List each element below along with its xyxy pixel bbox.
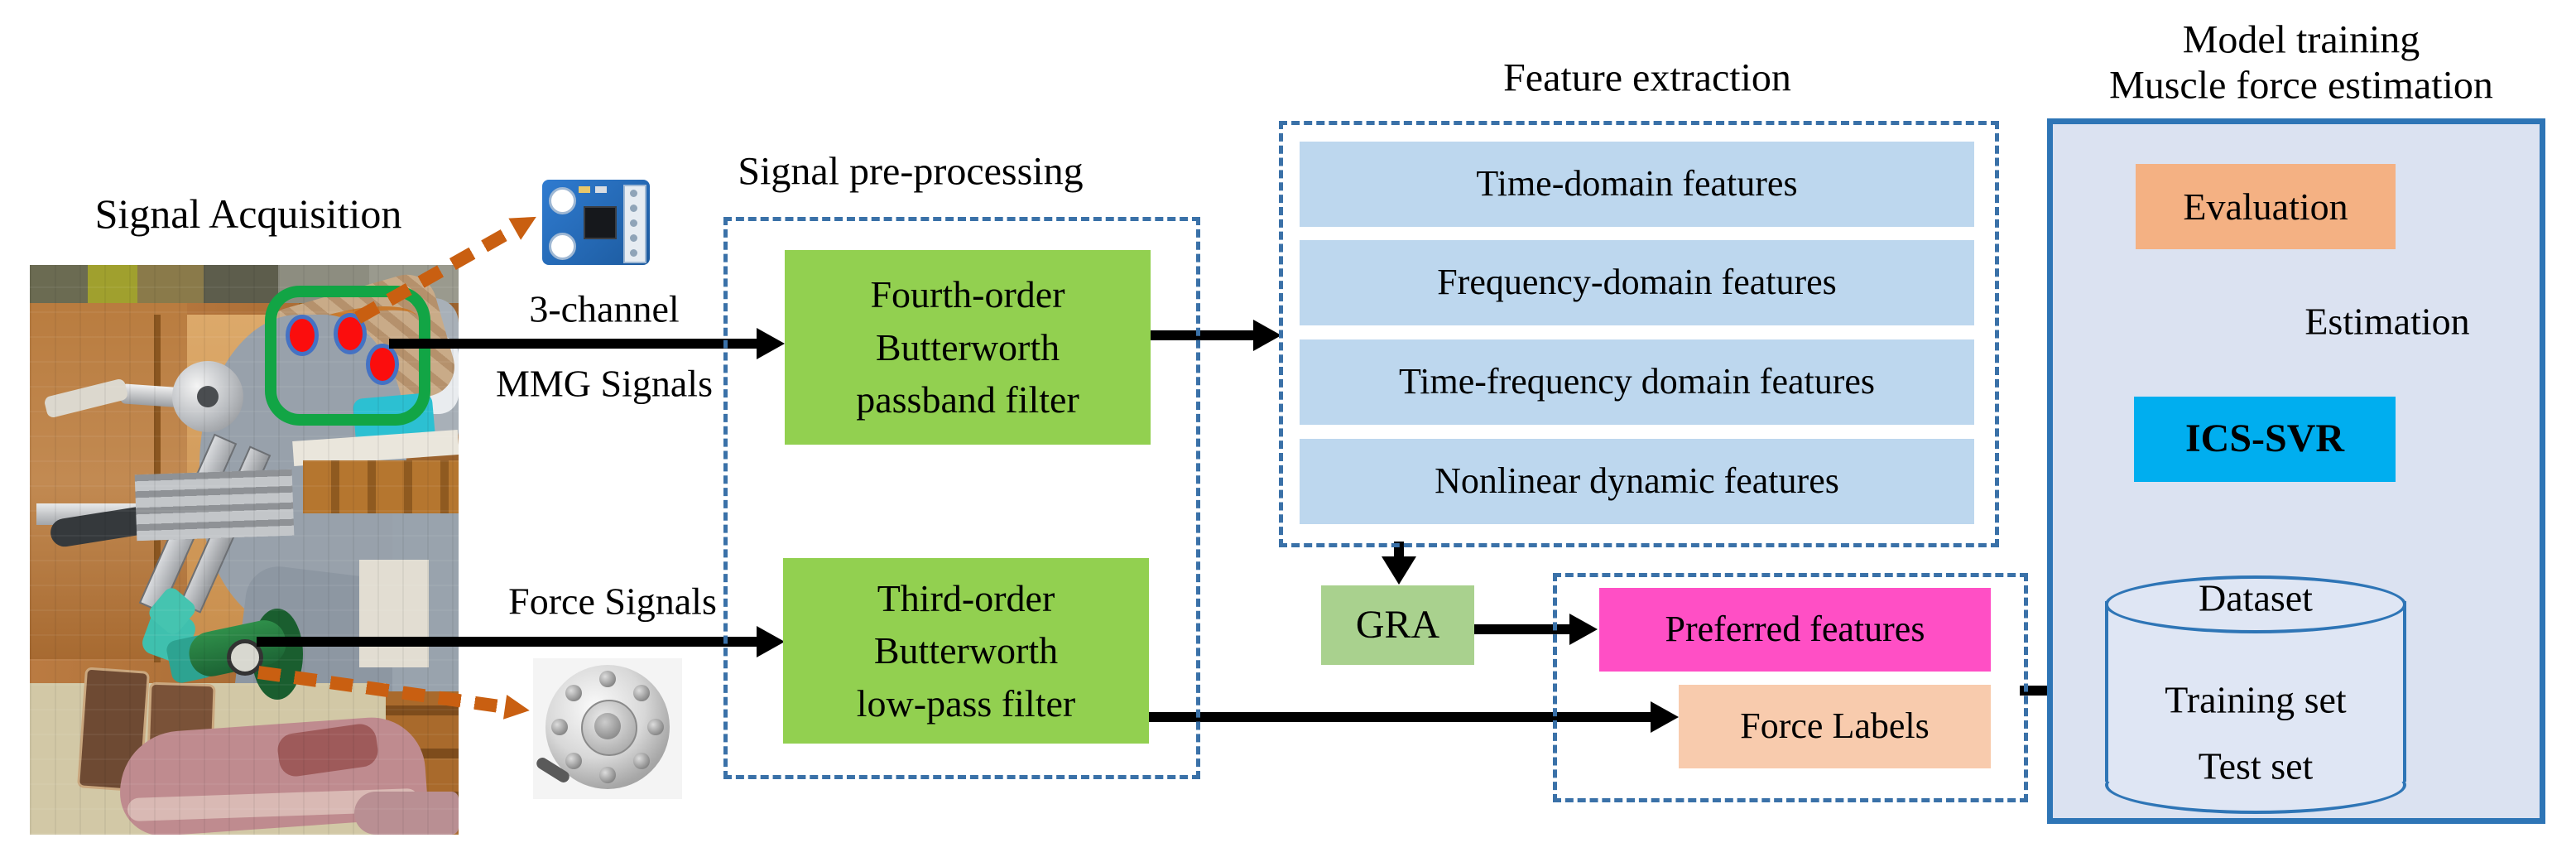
arrow-shaft [257,637,758,647]
force-arrow-label: Force Signals [508,580,717,623]
preferred-features-label: Preferred features [1665,609,1925,650]
photo-pixel-block [137,265,204,303]
mmg-sensor-image [542,180,650,265]
mmg-arrow-label-line2: MMG Signals [496,362,713,405]
preprocessing-dashed-box [723,217,1200,779]
pcb-pad [579,186,590,193]
ics-svr-label: ICS-SVR [2184,416,2345,461]
evaluation-box: Evaluation [2136,164,2396,249]
force-sensor-image [533,658,682,799]
feature-bar-label: Nonlinear dynamic features [1435,460,1839,502]
photo-pixel-block [204,265,278,303]
pcb-ic-chip [584,206,617,239]
bandpass-filter-box: Fourth-order Butterworth passband filter [785,250,1151,445]
photo-pixel-block [88,265,137,303]
lowpass-filter-box: Third-order Butterworth low-pass filter [783,558,1149,744]
load-cell-bolt [599,767,616,783]
preferred-features-box: Preferred features [1599,588,1991,672]
mmg-signal-arrow [389,327,785,360]
test-set-label: Test set [2198,744,2314,787]
arrowhead-icon [1253,320,1281,351]
mmg-arrow-label-line1: 3-channel [529,287,680,330]
load-cell-bolt [633,685,650,701]
pcb-hole [549,233,576,260]
lowpass-filter-line2: Butterworth [873,629,1059,672]
arrowhead-icon [757,626,785,657]
features-to-gra-arrow [1381,542,1417,585]
signal-acquisition-title: Signal Acquisition [94,190,402,237]
load-cell-bolt [565,685,582,701]
gra-label: GRA [1355,602,1440,647]
training-set-label: Training set [2165,678,2347,721]
photo-bench-leg [359,560,429,667]
photo-second-shoe [354,792,459,835]
filter-to-features-arrow [1151,319,1281,352]
pcb-hole [549,187,576,214]
feature-extraction-dashed-box [1279,121,1999,547]
feature-bar-nonlinear: Nonlinear dynamic features [1300,439,1974,524]
gra-box: GRA [1321,585,1474,665]
feature-bar-time-domain: Time-domain features [1300,142,1974,227]
load-cell-bolt [633,753,650,769]
lowpass-filter-line1: Third-order [877,576,1055,619]
force-labels-box: Force Labels [1679,685,1991,768]
feature-bar-time-frequency: Time-frequency domain features [1300,339,1974,425]
arrowhead-icon [1651,701,1679,733]
model-title-line1: Model training [2182,17,2420,62]
force-labels-label: Force Labels [1740,705,1930,747]
photo-bench-wood [303,460,459,513]
filter-to-forcelabels-arrow [1149,701,1679,734]
bandpass-filter-line2: Butterworth [875,325,1060,368]
load-cell-inner-ring [581,700,637,756]
model-title-line2: Muscle force estimation [2109,63,2493,108]
feature-bar-label: Time-domain features [1476,163,1798,205]
arrowhead-icon [757,328,785,359]
cylinder-top [2105,575,2406,633]
load-cell-bolt [647,719,664,735]
pcb-pin [630,205,637,212]
photo-device-port [227,639,263,676]
mmg-sensor-dot [366,344,399,385]
pcb-pin [630,190,637,197]
load-cell-hub [594,713,621,739]
arrowhead-icon [502,695,531,723]
feature-extraction-title: Feature extraction [1503,55,1791,100]
experiment-photo [30,265,459,835]
pcb-pin [630,219,637,227]
pcb-pin [630,249,637,257]
feature-bar-label: Frequency-domain features [1437,262,1837,303]
ics-svr-box: ICS-SVR [2134,397,2396,482]
estimation-label: Estimation [2304,300,2470,343]
load-cell-bolt [599,671,616,687]
bandpass-filter-line1: Fourth-order [870,273,1065,316]
load-cell-bolt [551,719,568,735]
photo-hub-center [197,386,219,407]
pcb-pin [630,234,637,242]
selection-dashed-box [1553,573,2028,802]
gra-to-preferred-arrow [1474,613,1598,646]
dataset-label: Dataset [2199,576,2313,619]
mmg-sensor-dot [286,315,319,356]
arrow-shaft [1474,624,1571,634]
evaluation-label: Evaluation [2183,185,2348,228]
photo-pixel-block [30,265,88,303]
lowpass-filter-line3: low-pass filter [856,681,1076,725]
bandpass-filter-line3: passband filter [856,378,1079,421]
force-signal-arrow [257,625,785,658]
arrowhead-icon [1569,614,1598,645]
feature-bar-label: Time-frequency domain features [1398,361,1876,402]
arrowhead-icon [1382,556,1416,585]
arrow-shaft [1151,330,1255,340]
feature-bar-frequency-domain: Frequency-domain features [1300,240,1974,325]
load-cell-bolt [565,753,582,769]
arrow-shaft [389,339,758,349]
mmg-sensor-highlight [265,286,430,426]
signal-preprocessing-title: Signal pre-processing [738,149,1084,194]
arrow-shaft [1149,712,1652,722]
pcb-pad [595,186,607,193]
